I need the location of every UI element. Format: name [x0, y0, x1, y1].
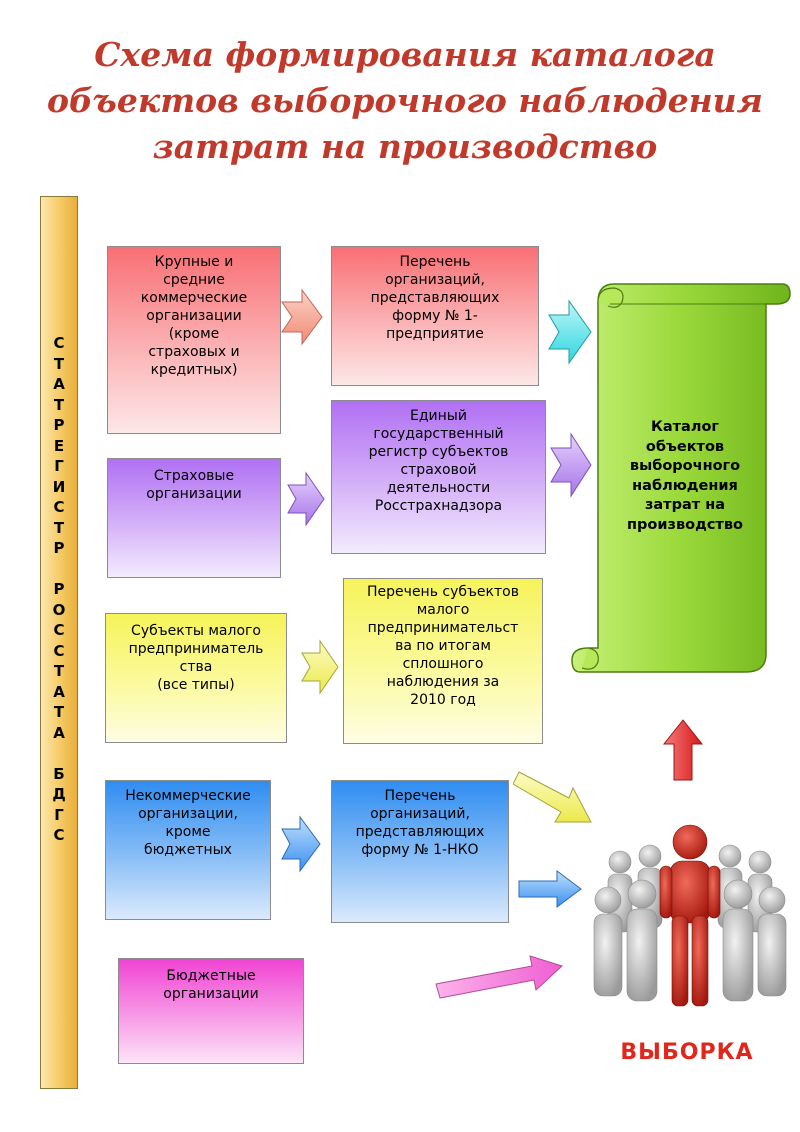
arrow-purple-catalog-icon — [550, 432, 592, 498]
sample-label: ВЫБОРКА — [620, 1040, 754, 1065]
catalog-scroll — [571, 283, 791, 673]
arrow-yellow-right-icon — [301, 639, 339, 695]
box-large-organizations: Крупные и средние коммерческие организац… — [107, 246, 281, 434]
box-insurance-organizations: Страховые организации — [107, 458, 281, 578]
title-line-2: объектов выборочного наблюдения — [47, 81, 763, 120]
arrow-purple-right-icon — [287, 471, 325, 527]
box-insurance-register: Единый государственный регистр субъектов… — [331, 400, 546, 554]
box-nko-list: Перечень организаций, представляющих фор… — [331, 780, 509, 923]
arrow-blue-horizontal-icon — [518, 870, 582, 908]
arrow-pink-diagonal-icon — [435, 955, 563, 999]
title-line-3: затрат на производство — [152, 127, 658, 166]
box-small-business-list: Перечень субъектов малого предпринимател… — [343, 578, 543, 744]
statregister-bar: С Т А Т Р Е Г И С Т Р Р О С С Т А Т А Б … — [40, 196, 78, 1089]
arrow-blue-right-icon — [281, 815, 321, 873]
box-form1-list: Перечень организаций, представляющих фор… — [331, 246, 539, 386]
arrow-red-right-icon — [281, 288, 323, 346]
box-small-business: Субъекты малого предприниматель ства (вс… — [105, 613, 287, 743]
sample-people-icon — [593, 824, 787, 1007]
title-line-1: Схема формирования каталога — [94, 35, 716, 74]
arrow-yellow-diagonal-icon — [513, 771, 592, 823]
arrow-cyan-right-icon — [548, 299, 592, 365]
statregister-label: С Т А Т Р Е Г И С Т Р Р О С С Т А Т А Б … — [52, 334, 66, 844]
arrow-up-red-icon — [662, 719, 704, 781]
page-title: Схема формирования каталога объектов выб… — [40, 32, 770, 170]
box-budget-organizations: Бюджетные организации — [118, 958, 304, 1064]
catalog-label: Каталог объектов выборочного наблюдения … — [627, 419, 743, 533]
box-nonprofit-organizations: Некоммерческие организации, кроме бюджет… — [105, 780, 271, 920]
